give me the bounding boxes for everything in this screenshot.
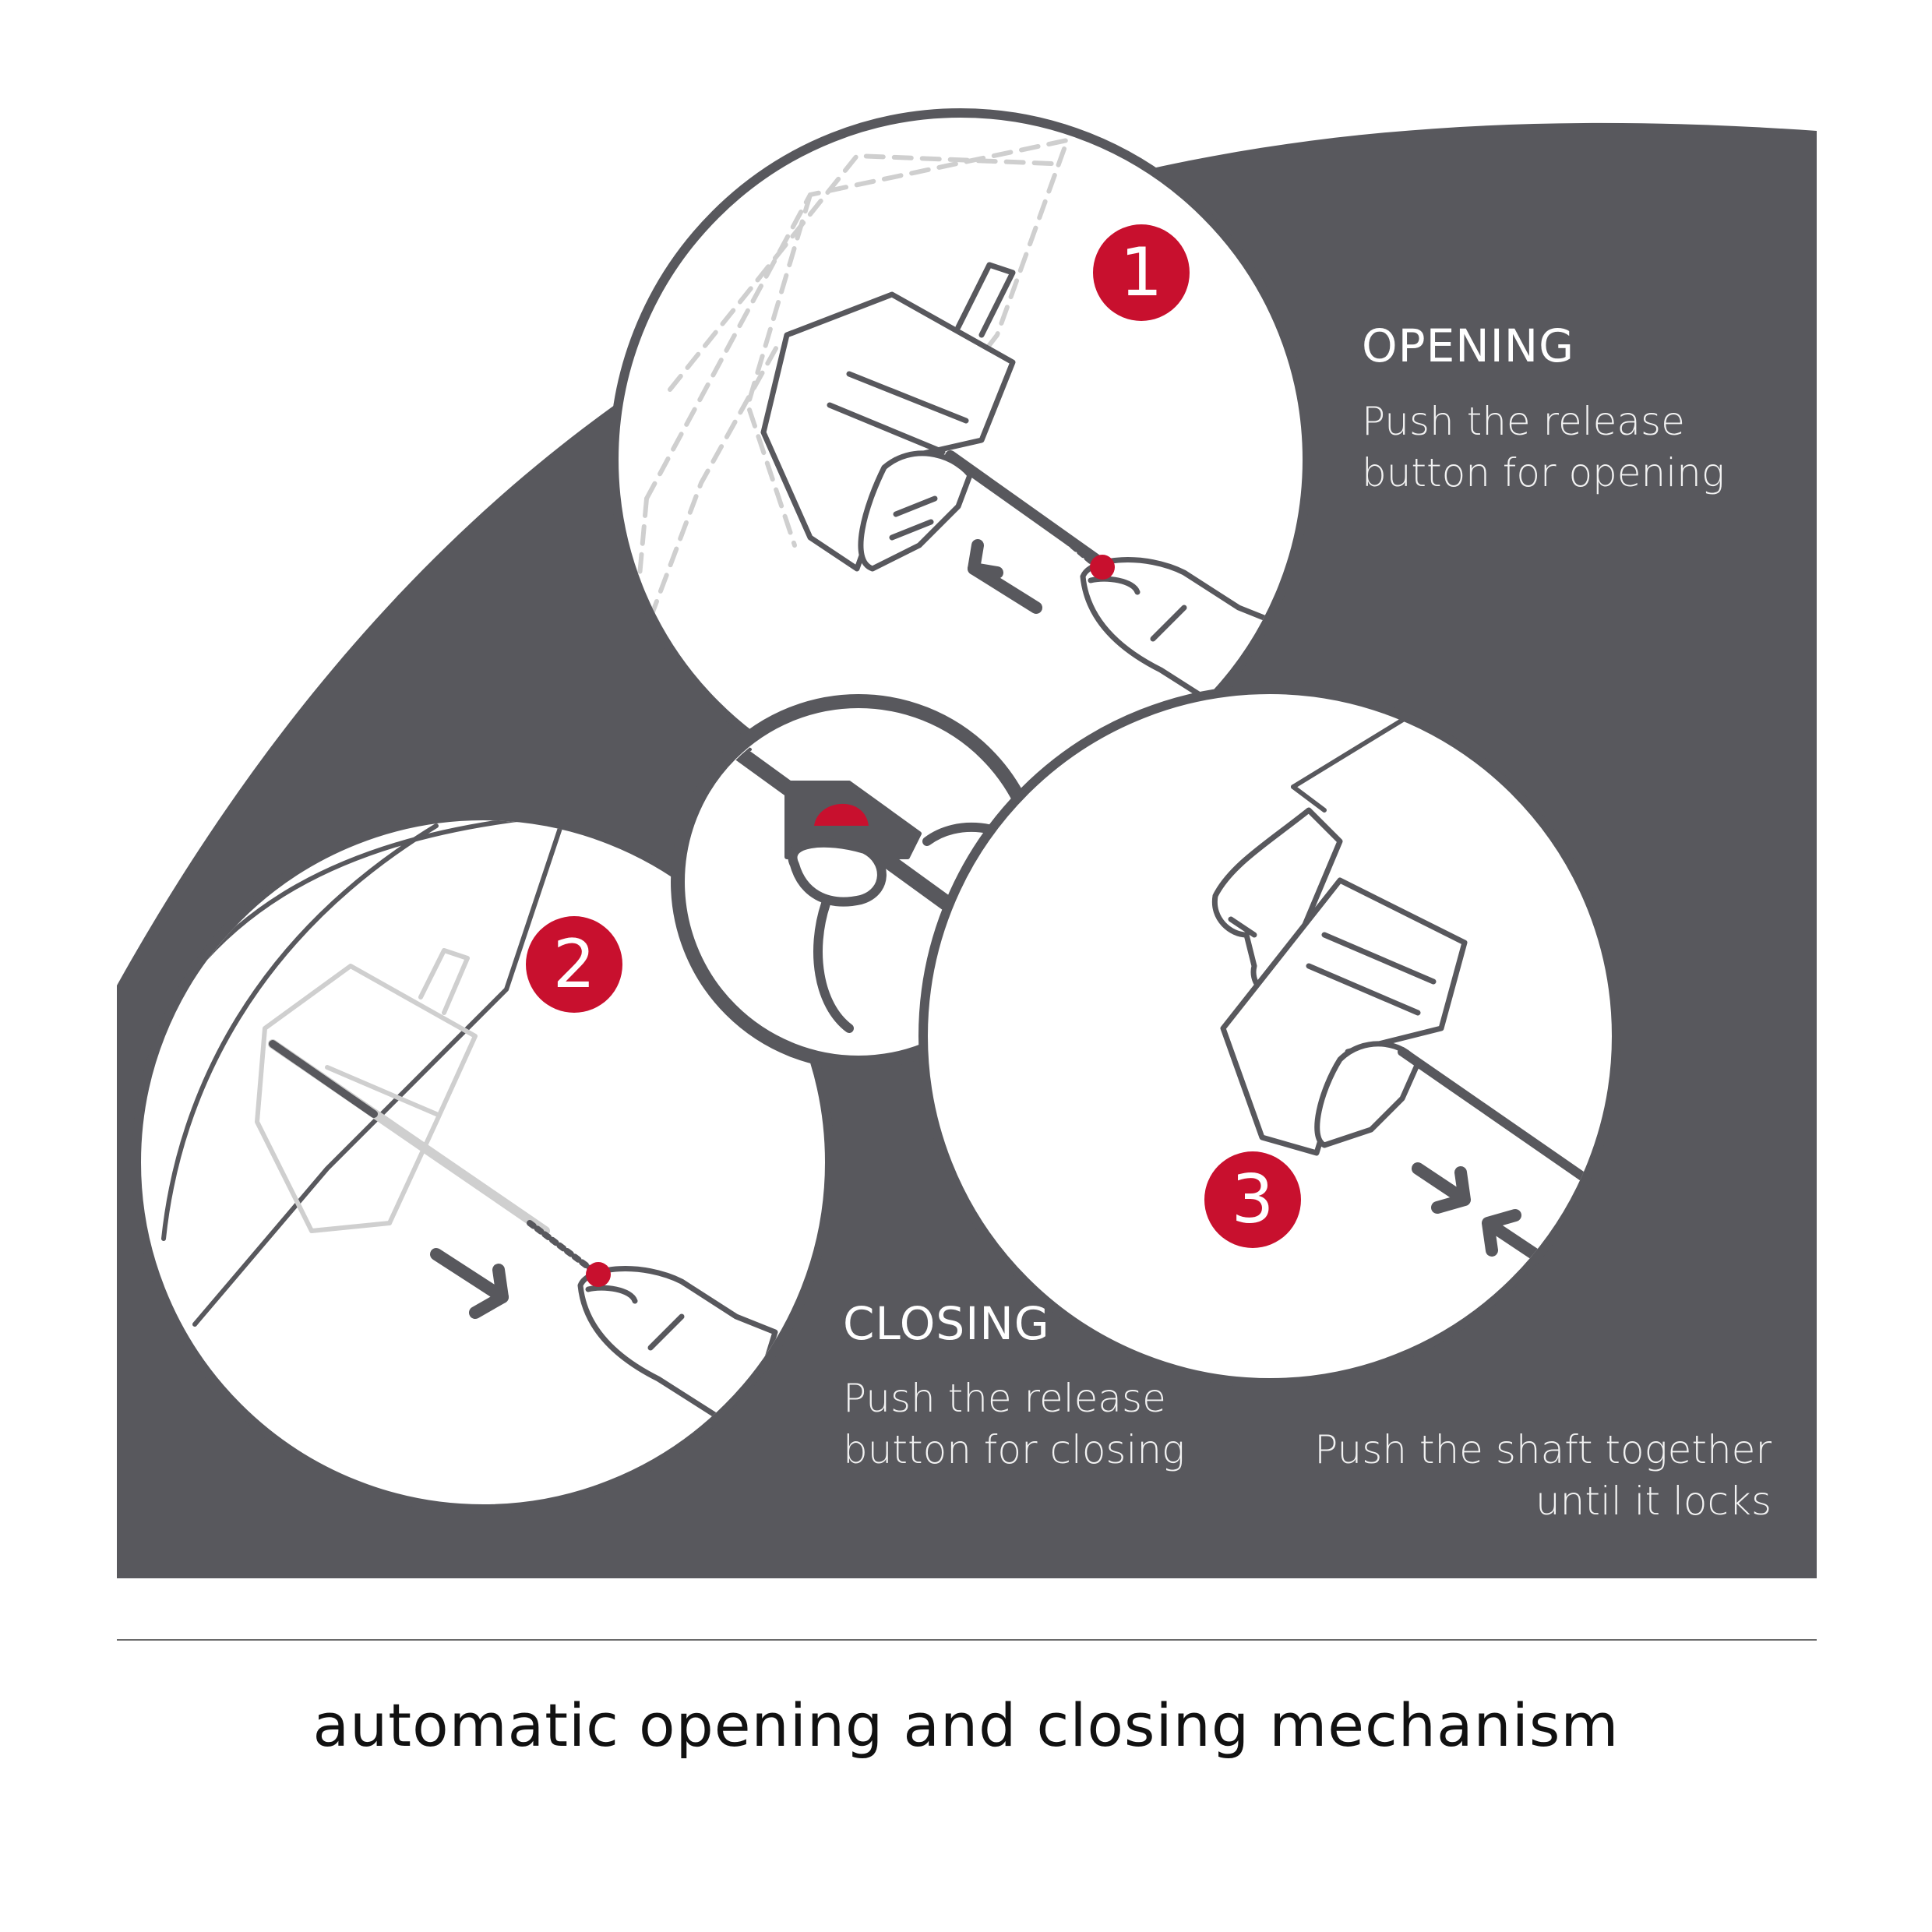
step-2-badge [526, 916, 622, 1013]
closing-description: Push the release button for closing [843, 1373, 1185, 1475]
step-3-illustration: 3 [918, 685, 1621, 1387]
hand-left-icon [858, 450, 973, 572]
arrow-up-left-icon [968, 539, 1042, 614]
divider [117, 1639, 1817, 1641]
closing-line-2: button for closing [843, 1427, 1186, 1472]
release-button-icon [586, 1262, 611, 1287]
arrow-down-right-icon [430, 1248, 509, 1319]
shaft-icon [1398, 1047, 1609, 1197]
caption: automatic opening and closing mechanism [312, 1690, 1620, 1760]
step-2-illustration: 2 [132, 811, 834, 1514]
step-1-illustration: 1 [609, 108, 1312, 811]
closing-line-1: Push the release [843, 1376, 1166, 1421]
closing-heading: CLOSING [843, 1297, 1050, 1350]
hand-left-icon [1314, 1041, 1421, 1148]
step-3-number: 3 [1232, 1161, 1274, 1239]
opening-line-1: Push the release [1362, 399, 1685, 444]
opening-heading: OPENING [1362, 319, 1575, 372]
release-button-icon [1090, 555, 1115, 580]
step-3-badge [1204, 1151, 1301, 1248]
opening-description: Push the release button for opening [1362, 396, 1725, 499]
arrows-converge-icon [1412, 1162, 1541, 1260]
opening-line-2: button for opening [1362, 450, 1725, 495]
ghost-canopy-icon [255, 948, 478, 1233]
locking-line-1: Push the shaft together [1314, 1427, 1772, 1472]
step-2-number: 2 [553, 925, 596, 1003]
step-1-number: 1 [1120, 234, 1163, 312]
locking-line-2: until it locks [1535, 1479, 1772, 1524]
step-1-badge [1093, 224, 1190, 321]
locking-description: Push the shaft together until it locks [1314, 1424, 1772, 1527]
